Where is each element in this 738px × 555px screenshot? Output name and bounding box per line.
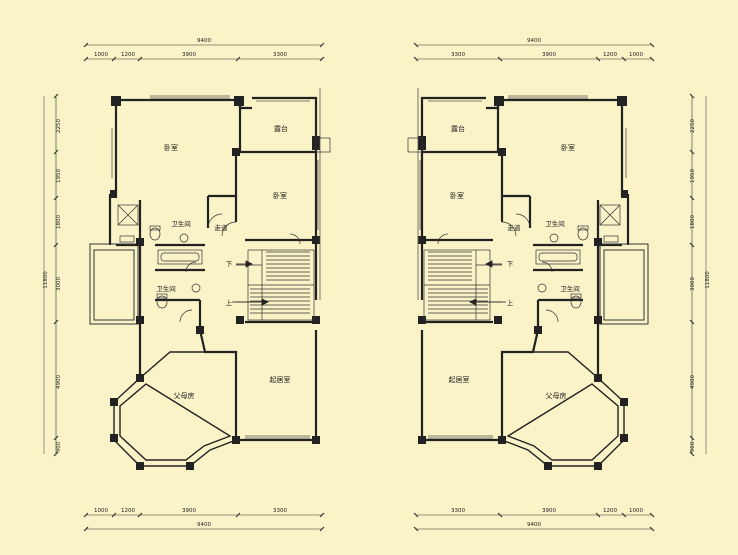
left-room-master: 父母房 [174, 391, 195, 400]
right-side-seg-4: 3000 [690, 277, 696, 291]
right-top-seg-2: 3900 [542, 52, 556, 58]
left-top-seg-2: 1200 [121, 52, 135, 58]
right-stair-up: 上 [507, 298, 514, 307]
left-side-seg-5: 4900 [56, 375, 62, 389]
right-bottom-total: 9400 [527, 522, 541, 528]
right-room-master: 父母房 [546, 391, 567, 400]
right-side-seg-3: 1800 [690, 215, 696, 229]
left-top-seg-1: 1000 [94, 52, 108, 58]
right-bottom-seg-2: 3900 [542, 508, 556, 514]
right-side-total: 11800 [705, 271, 711, 289]
right-top-seg-4: 1000 [629, 52, 643, 58]
left-side-seg-3: 1800 [56, 215, 62, 229]
left-side-seg-1: 2250 [56, 119, 62, 133]
left-stair-up: 上 [226, 298, 233, 307]
left-side-seg-4: 3000 [56, 277, 62, 291]
right-bottom-seg-4: 1000 [629, 508, 643, 514]
right-room-terrace: 露台 [451, 124, 465, 133]
left-bottom-seg-2: 1200 [121, 508, 135, 514]
right-side-seg-5: 4900 [690, 375, 696, 389]
left-stair-down: 下 [226, 260, 233, 268]
right-side-seg-6: 900 [690, 441, 696, 452]
left-bottom-total: 9400 [197, 522, 211, 528]
plan-right: 9400 3300 3900 1200 1000 3300 3900 1200 … [406, 38, 711, 532]
right-bottom-seg-1: 3300 [451, 508, 465, 514]
right-room-bedroom-small: 卧室 [450, 191, 464, 200]
right-bottom-seg-3: 1200 [603, 508, 617, 514]
left-room-bath-upper: 卫生间 [171, 219, 191, 228]
right-top-seg-1: 3300 [451, 52, 465, 58]
left-top-seg-4: 3300 [273, 52, 287, 58]
left-room-bedroom-small: 卧室 [273, 191, 287, 200]
left-top-total: 9400 [197, 38, 211, 44]
left-room-bath-lower: 卫生间 [156, 284, 176, 293]
left-room-terrace: 露台 [274, 124, 288, 133]
left-room-living: 起居室 [270, 375, 291, 384]
right-top-seg-3: 1200 [603, 52, 617, 58]
left-room-bedroom-main: 卧室 [164, 143, 178, 152]
right-stair-down: 下 [507, 260, 514, 268]
left-bottom-seg-3: 3900 [182, 508, 196, 514]
left-bottom-seg-4: 3300 [273, 508, 287, 514]
left-room-corridor: 走道 [215, 223, 229, 232]
right-dimension-lines [413, 42, 707, 532]
right-room-bath-upper: 卫生间 [545, 219, 565, 228]
left-top-seg-3: 3900 [182, 52, 196, 58]
left-dimension-lines [43, 42, 325, 532]
plan-left: 9400 1000 1200 3900 3300 1000 1200 3900 … [43, 38, 332, 532]
right-room-bath-lower: 卫生间 [560, 284, 580, 293]
right-side-seg-1: 2250 [690, 119, 696, 133]
right-side-seg-2: 1950 [690, 169, 696, 183]
right-top-total: 9400 [527, 38, 541, 44]
left-side-seg-2: 1950 [56, 169, 62, 183]
right-room-corridor: 走道 [508, 223, 522, 232]
left-side-total: 11800 [43, 271, 49, 289]
left-side-seg-6: 900 [56, 441, 62, 452]
right-room-living: 起居室 [449, 375, 470, 384]
left-bottom-seg-1: 1000 [94, 508, 108, 514]
right-room-bedroom-main: 卧室 [561, 143, 575, 152]
